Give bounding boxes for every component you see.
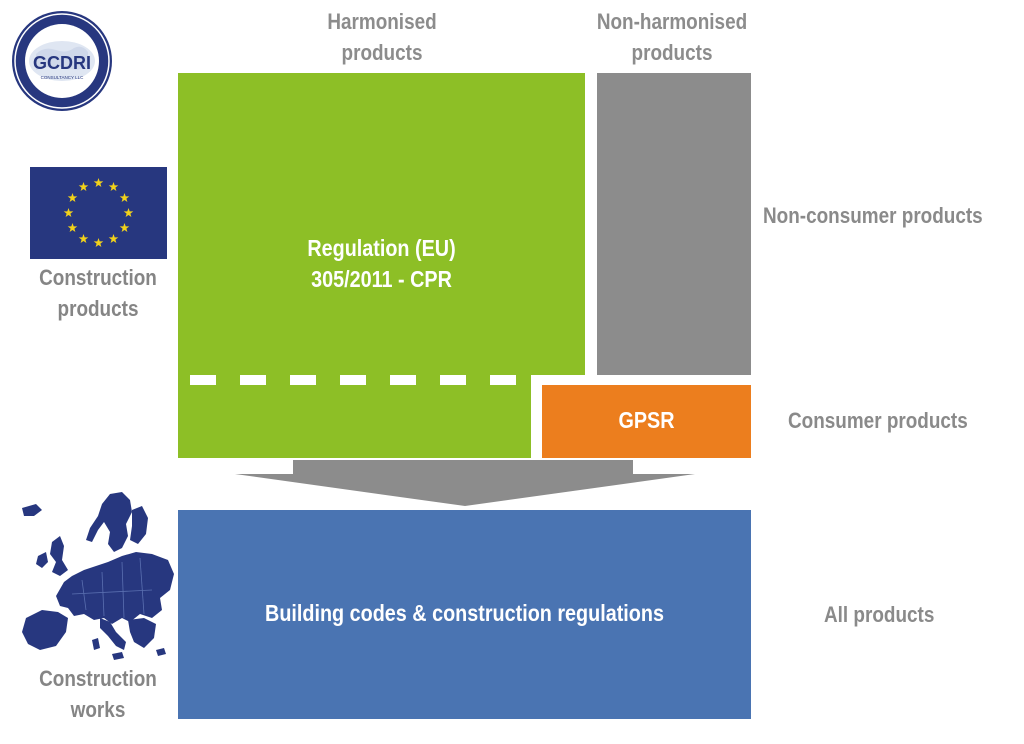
non-harmonised-block [597,73,751,375]
label-construction-works-line2: works [70,697,126,722]
gpsr-block: GPSR [542,385,751,458]
row-label-all: All products [824,602,935,627]
gcdri-logo: GCDRI CONSULTANCY LLC [10,9,114,113]
regulation-block-text: Regulation (EU) 305/2011 - CPR [206,233,556,295]
building-codes-block: Building codes & construction regulation… [178,510,751,719]
label-construction-products-line2: products [57,296,139,321]
column-heading-non-harmonised-line1: Non-harmonised [596,9,748,34]
down-arrow-icon [230,460,700,508]
row-label-consumer: Consumer products [788,408,968,433]
label-construction-works-line1: Construction [39,666,157,691]
column-heading-non-harmonised: Non-harmonised products [573,6,771,68]
column-heading-harmonised-line1: Harmonised [327,9,437,34]
regulation-block: Regulation (EU) 305/2011 - CPR [178,73,585,375]
row-label-non-consumer: Non-consumer products [763,203,983,228]
column-heading-harmonised-line2: products [341,40,423,65]
logo-text: GCDRI [33,53,91,73]
gpsr-label: GPSR [618,407,675,433]
dashed-divider [178,375,531,385]
label-construction-works: Construction works [29,663,167,725]
label-construction-products-line1: Construction [39,265,157,290]
regulation-consumer-block [178,385,531,458]
column-heading-harmonised: Harmonised products [296,6,468,68]
europe-map-icon [12,490,180,665]
eu-flag-icon [30,167,167,259]
building-codes-label: Building codes & construction regulation… [265,600,664,626]
label-construction-products: Construction products [29,262,167,324]
column-heading-non-harmonised-line2: products [631,40,713,65]
regulation-line1: Regulation (EU) [307,235,456,261]
regulation-line2: 305/2011 - CPR [311,266,452,292]
logo-subtext: CONSULTANCY LLC [41,75,85,80]
